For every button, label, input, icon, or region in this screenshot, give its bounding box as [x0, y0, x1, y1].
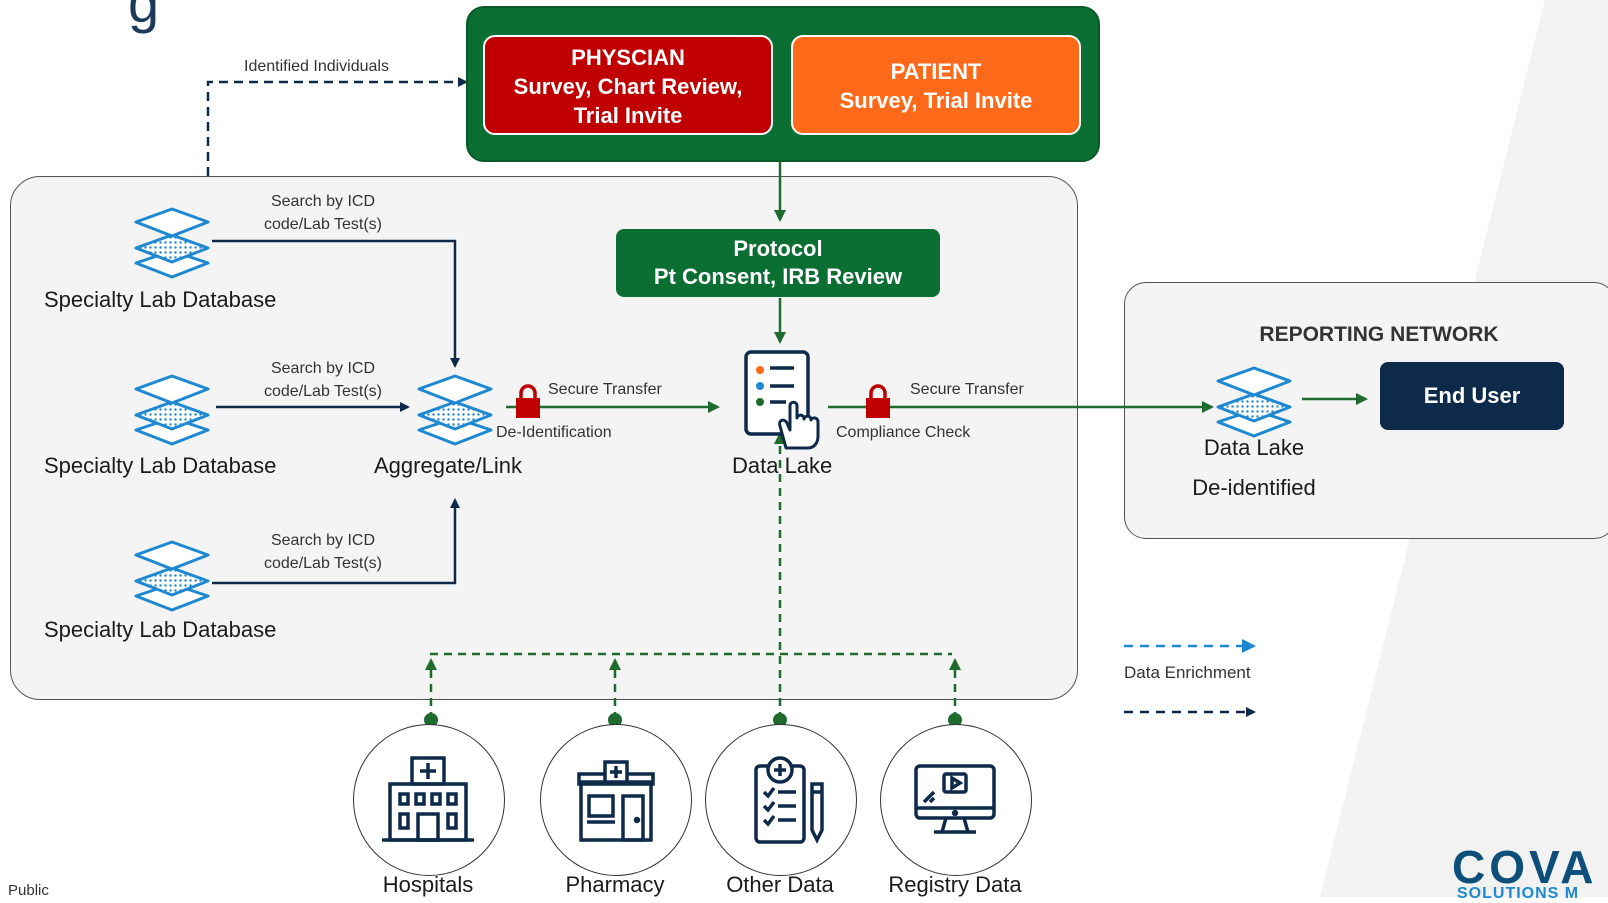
- lock-icon: [866, 384, 890, 418]
- protocol-title: Protocol: [733, 236, 823, 261]
- physician-line2: Survey, Chart Review,: [513, 74, 743, 99]
- lock-icon: [516, 384, 540, 418]
- company-logo-sub: SOLUTIONS M: [1457, 885, 1580, 902]
- secure-transfer-2-label: Secure Transfer: [910, 381, 1024, 398]
- end-user-box: End User: [1380, 362, 1564, 430]
- end-user-label: End User: [1423, 383, 1521, 408]
- physician-line3: Trial Invite: [573, 103, 683, 128]
- patient-title: PATIENT: [890, 59, 982, 84]
- physician-box: PHYSCIAN Survey, Chart Review, Trial Inv…: [483, 35, 773, 135]
- source1-label: Specialty Lab Database: [44, 287, 277, 312]
- pharmacy-circle: [540, 724, 692, 876]
- classification-label: Public: [8, 882, 49, 899]
- registry-data-label: Registry Data: [888, 872, 1022, 897]
- hospital-icon: [382, 756, 474, 842]
- source2-label: Specialty Lab Database: [44, 453, 277, 478]
- patient-box: PATIENT Survey, Trial Invite: [791, 35, 1081, 135]
- pharmacy-label: Pharmacy: [565, 872, 665, 897]
- layers-icon: [134, 540, 210, 612]
- clipboard-icon: [754, 756, 824, 844]
- reporting-de-identified-label: De-identified: [1192, 475, 1316, 500]
- aggregate-label: Aggregate/Link: [374, 453, 522, 478]
- identified-individuals-label: Identified Individuals: [244, 58, 389, 75]
- data-lake-label: Data Lake: [732, 453, 833, 478]
- company-logo: COVA: [1452, 841, 1598, 893]
- reporting-data-lake-label: Data Lake: [1203, 435, 1305, 460]
- legend-data-enrichment: Data Enrichment: [1124, 663, 1251, 682]
- protocol-subtitle: Pt Consent, IRB Review: [653, 264, 903, 289]
- source3-arrow: [212, 498, 460, 585]
- page-title-fragment: g: [128, 0, 160, 34]
- layers-icon: [134, 207, 210, 279]
- source1-arrow: [212, 239, 460, 368]
- secure-transfer-1-label: Secure Transfer: [548, 381, 662, 398]
- de-identification-label: De-Identification: [496, 424, 612, 441]
- identified-individuals-arrow: [206, 77, 468, 176]
- reporting-layers-icon: [1216, 366, 1292, 438]
- hospitals-label: Hospitals: [382, 872, 474, 897]
- document-hand-icon: [744, 350, 820, 450]
- pharmacy-icon: [577, 760, 655, 842]
- other-data-circle: [705, 724, 857, 876]
- patient-line2: Survey, Trial Invite: [839, 88, 1033, 113]
- monitor-icon: [914, 764, 996, 834]
- layers-icon: [134, 374, 210, 446]
- source3-label: Specialty Lab Database: [44, 617, 277, 642]
- compliance-check-label: Compliance Check: [836, 424, 971, 441]
- hospitals-circle: [353, 724, 505, 876]
- protocol-box: Protocol Pt Consent, IRB Review: [616, 229, 940, 297]
- reporting-network-title: REPORTING NETWORK: [1259, 323, 1499, 346]
- aggregate-layers-icon: [417, 374, 493, 446]
- other-data-label: Other Data: [726, 872, 834, 897]
- registry-circle: [880, 724, 1032, 876]
- physician-title: PHYSCIAN: [571, 45, 685, 70]
